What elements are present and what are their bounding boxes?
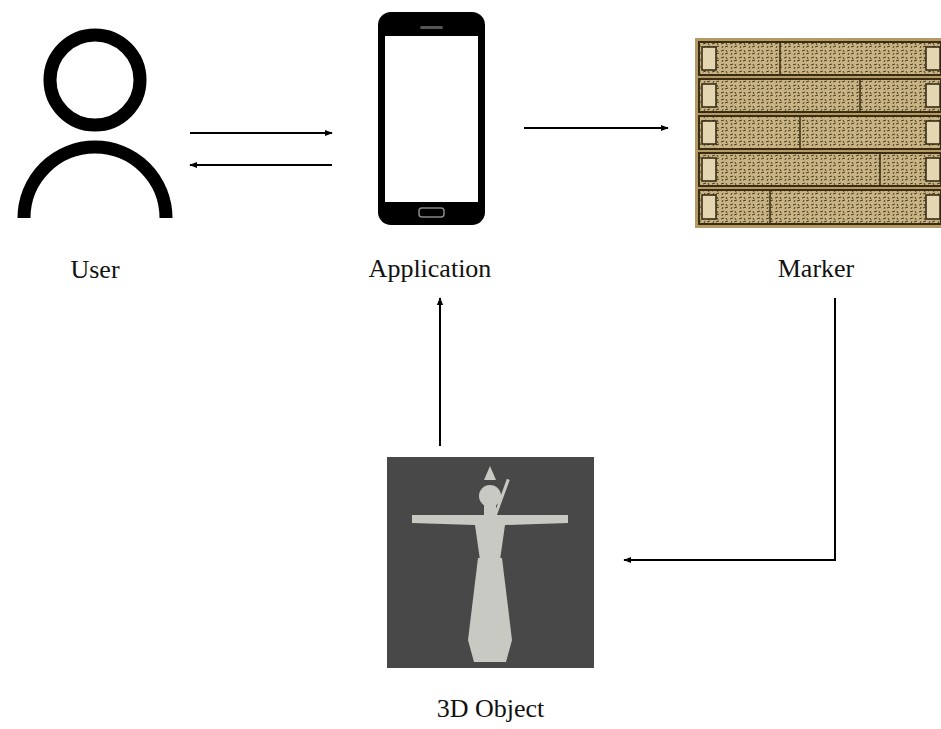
diagram-node: Application [336, 8, 524, 284]
node-label: User [10, 255, 180, 285]
flow-arrow [624, 298, 835, 560]
flow-arrow [439, 298, 441, 446]
flow-arrow [190, 164, 332, 166]
node-label: Marker [693, 254, 939, 284]
diagram-node: 3D Object [385, 452, 596, 724]
diagram-node: User [10, 35, 180, 285]
diagram-node: Marker [693, 35, 939, 284]
marker-image [695, 38, 941, 228]
user-icon [24, 35, 166, 218]
flow-arrow [190, 132, 332, 134]
phone-icon [378, 12, 485, 225]
flow-arrow [524, 127, 668, 129]
node-label: 3D Object [385, 694, 596, 724]
node-label: Application [336, 254, 524, 284]
3d-figure-image [387, 457, 594, 668]
